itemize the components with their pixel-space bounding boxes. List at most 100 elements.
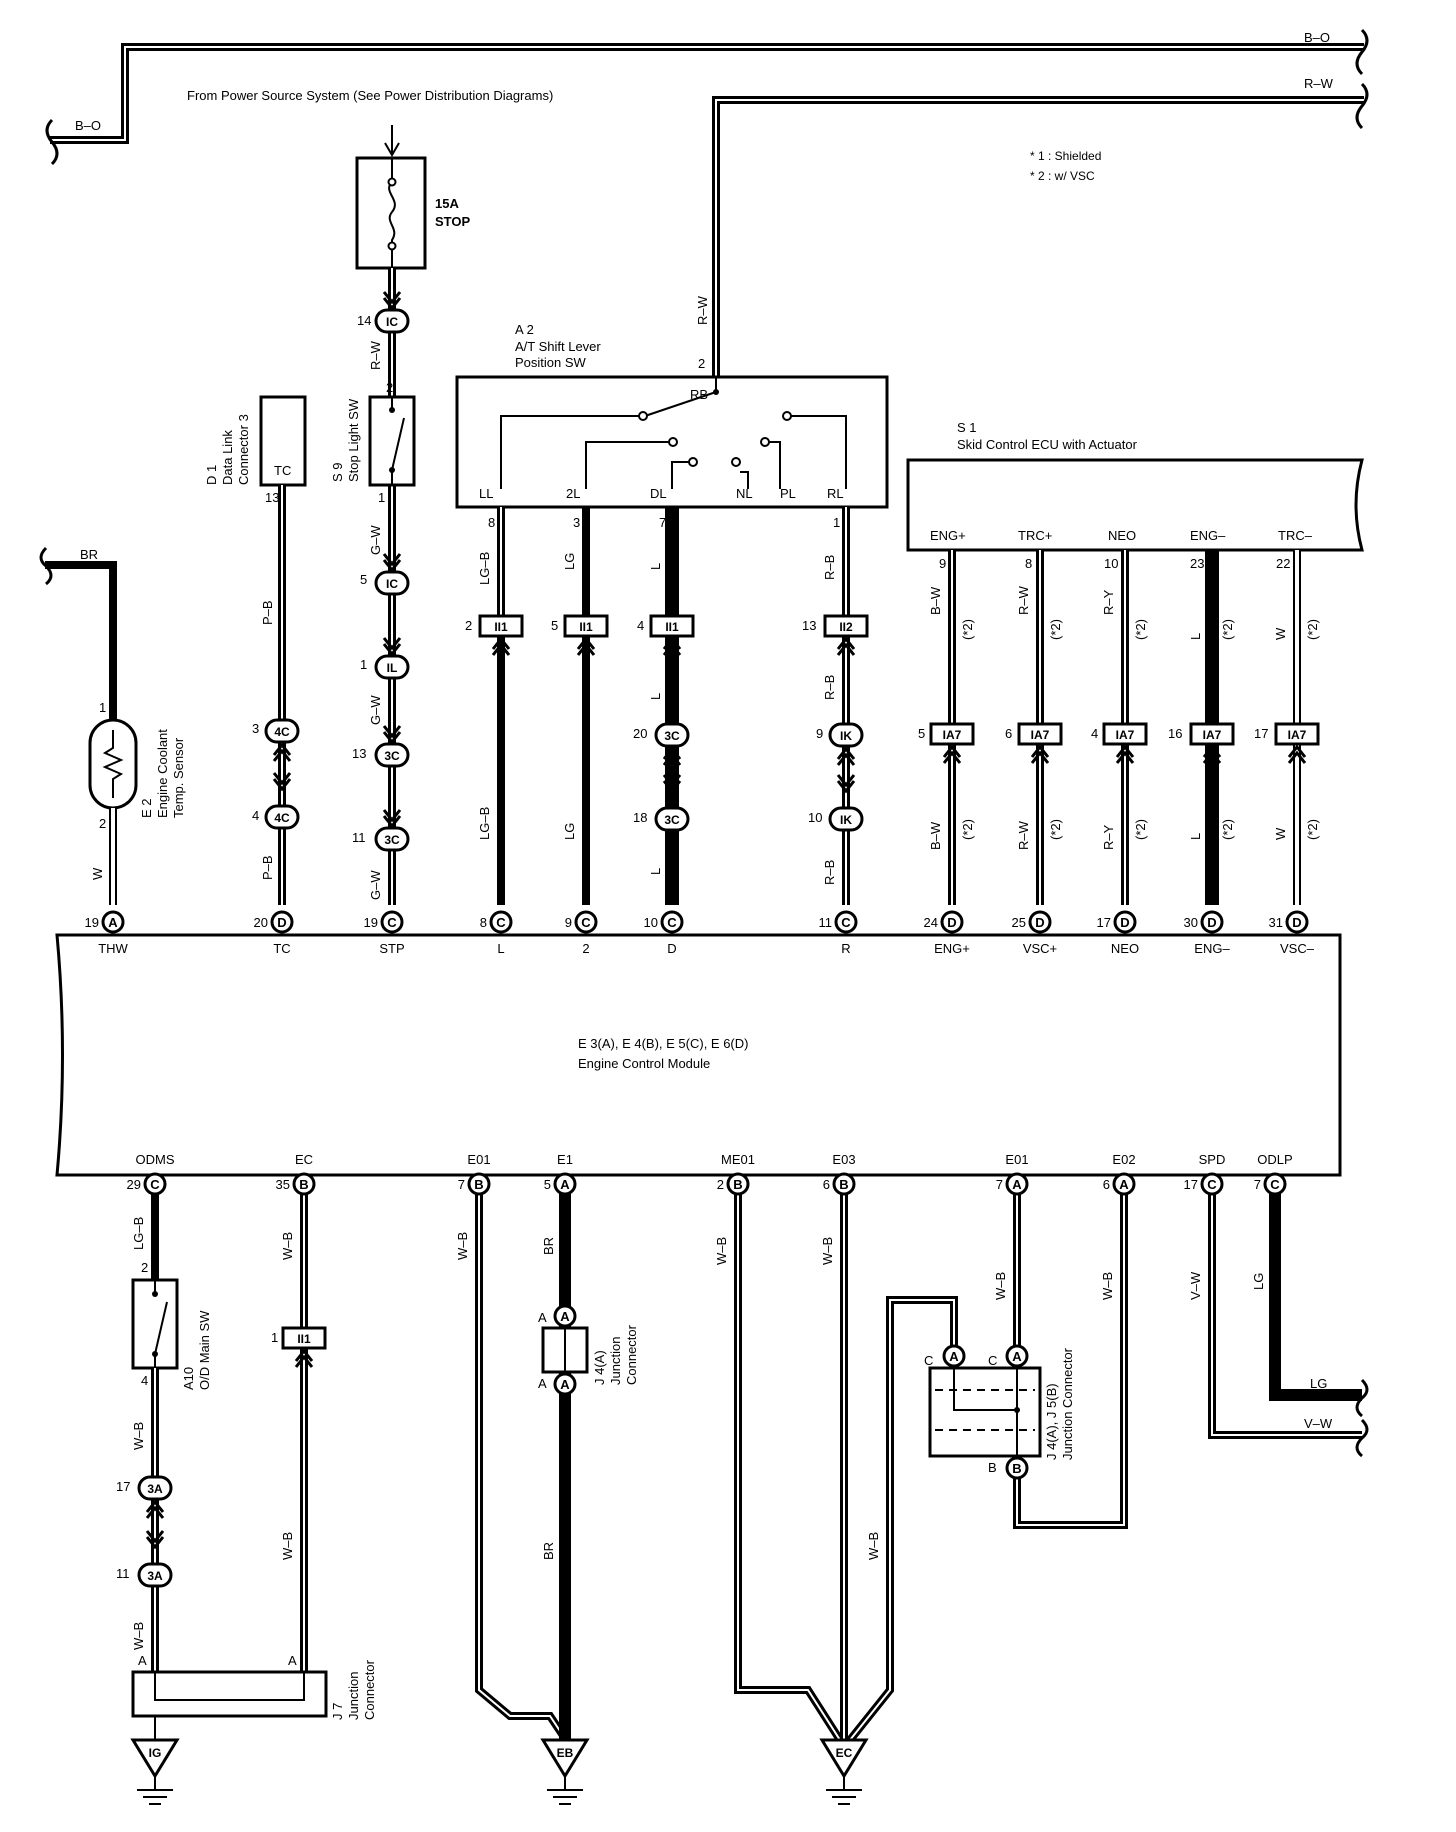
pin-num: 10 [644, 915, 658, 930]
rw-vert-label: R–W [695, 295, 710, 325]
ecm-box [55, 933, 1342, 1177]
wire-color: L [648, 868, 663, 875]
dlc3-name2: Connector 3 [236, 414, 251, 485]
pin-num: 11 [819, 915, 833, 930]
ecm-pin-name: THW [98, 941, 128, 956]
connector-tag: IK [828, 806, 864, 832]
pin-num: 10 [808, 810, 822, 825]
connector-label: IA7 [1031, 728, 1050, 742]
junction-pin: A [553, 1304, 577, 1328]
ecm-pin-name: ODLP [1257, 1152, 1292, 1167]
pin-num: 5 [918, 726, 925, 741]
pin-num: 7 [996, 1177, 1003, 1192]
wire-color: (*2) [1220, 619, 1235, 640]
ecm-pin-name: ME01 [721, 1152, 755, 1167]
shift-sw-id: A 2 [515, 322, 534, 337]
shift-pin-pl: PL [780, 486, 796, 501]
shift-pin-dl: DL [650, 486, 667, 501]
wire-color: W–B [280, 1532, 295, 1560]
pin-letter: C [581, 915, 591, 930]
od-sw-id: A10 [181, 1367, 196, 1390]
wire-color: (*2) [1305, 619, 1320, 640]
pin-num: 20 [254, 915, 268, 930]
pin-letter: A [560, 1177, 570, 1192]
ecm-pin-name: TC [273, 941, 290, 956]
connector-label: IK [840, 813, 852, 827]
connector-tag: IL [374, 654, 410, 680]
connector-chevron [836, 746, 856, 766]
pin-num: 8 [1025, 556, 1032, 571]
connector-chevron [1287, 744, 1307, 764]
connector-chevron [662, 636, 682, 656]
pin-num: 7 [1254, 1177, 1261, 1192]
wire-color: W [1273, 827, 1288, 840]
fuse-name: STOP [435, 214, 470, 229]
ecm-pin-name: ENG– [1194, 941, 1230, 956]
wire-color: (*2) [960, 819, 975, 840]
pin-num: 1 [378, 490, 385, 505]
connector-tag: IC [374, 308, 410, 334]
ecu-pin-engp: ENG+ [930, 528, 966, 543]
connector-box: II2 [823, 614, 869, 638]
pin-num: 8 [488, 515, 495, 530]
pin-letter: B [299, 1177, 308, 1192]
wire-color: L [1188, 633, 1203, 640]
bo-right-label: B–O [1304, 30, 1330, 45]
wire-color: R–Y [1101, 589, 1116, 615]
pin-num: 29 [127, 1177, 141, 1192]
ground-icon: IG [130, 1738, 180, 1805]
shift-pin-rl: RL [827, 486, 844, 501]
wire-color: W–B [455, 1232, 470, 1260]
junction-pin: A [942, 1344, 966, 1368]
connector-label: IA7 [1116, 728, 1135, 742]
pin-letter: D [1120, 915, 1129, 930]
connector-chevron [145, 1499, 165, 1519]
od-sw-name: O/D Main SW [197, 1310, 212, 1390]
connector-chevron [1202, 744, 1222, 764]
connector-label: II1 [494, 620, 508, 634]
wire-color: R–W [1016, 585, 1031, 615]
wire-color: LG [1251, 1273, 1266, 1290]
wire-color: R–Y [1101, 824, 1116, 850]
ecm-id: E 3(A), E 4(B), E 5(C), E 6(D) [578, 1036, 748, 1051]
ecm-top-pin: D [270, 910, 294, 934]
pin-letter: B [474, 1177, 483, 1192]
pin-num: 1 [271, 1330, 278, 1345]
connector-label: 4C [274, 811, 290, 825]
ecm-pin-name: STP [379, 941, 404, 956]
ecm-pin-name: ENG+ [934, 941, 970, 956]
connector-box: IA7 [1017, 722, 1063, 746]
connector-label: II1 [665, 620, 679, 634]
ecm-top-pin: A [101, 910, 125, 934]
connector-chevron [382, 809, 402, 829]
pin-num: 1 [99, 700, 106, 715]
shift-pin-ll: LL [479, 486, 493, 501]
pin-num: 9 [565, 915, 572, 930]
pin-num: 1 [833, 515, 840, 530]
pin-letter: C [496, 915, 506, 930]
wire-color: L [648, 563, 663, 570]
junction-pin: A [1005, 1344, 1029, 1368]
coolant-name2: Temp. Sensor [171, 737, 186, 818]
j4j5-name: Junction Connector [1060, 1347, 1075, 1460]
shift-sw-name1: A/T Shift Lever [515, 339, 601, 354]
ecm-bottom-pin: A [1112, 1172, 1136, 1196]
pin-letter: C [841, 915, 851, 930]
connector-chevron [491, 636, 511, 656]
pin-num: 11 [116, 1566, 130, 1581]
pin-num: 17 [116, 1479, 130, 1494]
connector-chevron [1030, 744, 1050, 764]
wire-color: W–B [280, 1232, 295, 1260]
ecm-bottom-pin: B [726, 1172, 750, 1196]
pin-letter: C [387, 915, 397, 930]
connector-tag: 4C [264, 804, 300, 830]
pin-num: 7 [458, 1177, 465, 1192]
pin-num: 17 [1184, 1177, 1198, 1192]
connector-box: IA7 [1102, 722, 1148, 746]
ecm-bottom-pin: B [292, 1172, 316, 1196]
wire-color: B–W [928, 586, 943, 615]
wire-color: W–B [131, 1622, 146, 1650]
j7-name1: Junction [346, 1672, 361, 1720]
connector-tag: 3A [137, 1475, 173, 1501]
